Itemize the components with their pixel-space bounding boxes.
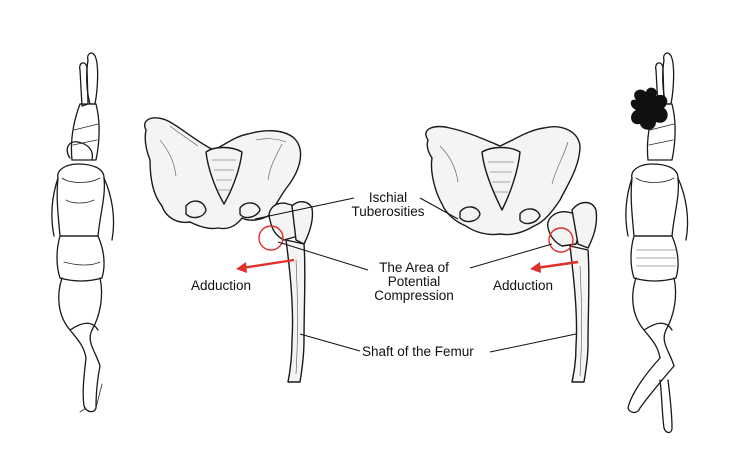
left-figure-illustration <box>51 52 115 413</box>
left-pelvis-illustration <box>144 117 302 230</box>
compression-label-line3: Compression <box>374 288 454 303</box>
compression-label-line2: Potential <box>387 274 441 289</box>
left-compression-circle <box>258 225 284 251</box>
shaft-of-femur-label: Shaft of the Femur <box>362 344 474 359</box>
ischial-label-line2: Tuberosities <box>351 204 425 219</box>
compression-label-line1: The Area of <box>379 260 449 275</box>
right-adduction-arrow <box>530 260 579 273</box>
right-figure-illustration <box>625 52 689 434</box>
left-femur-illustration <box>268 201 314 383</box>
ischial-label-line1: Ischial <box>368 190 408 205</box>
leader-lines <box>254 197 577 353</box>
right-pelvis-illustration <box>425 125 581 236</box>
compression-area-label: The Area of Potential Compression <box>362 261 466 303</box>
right-compression-circle <box>548 227 574 253</box>
ischial-tuberosities-label: Ischial Tuberosities <box>343 191 433 219</box>
adduction-label-right: Adduction <box>493 278 554 293</box>
adduction-label-left: Adduction <box>191 278 252 293</box>
left-adduction-arrow <box>236 258 295 273</box>
